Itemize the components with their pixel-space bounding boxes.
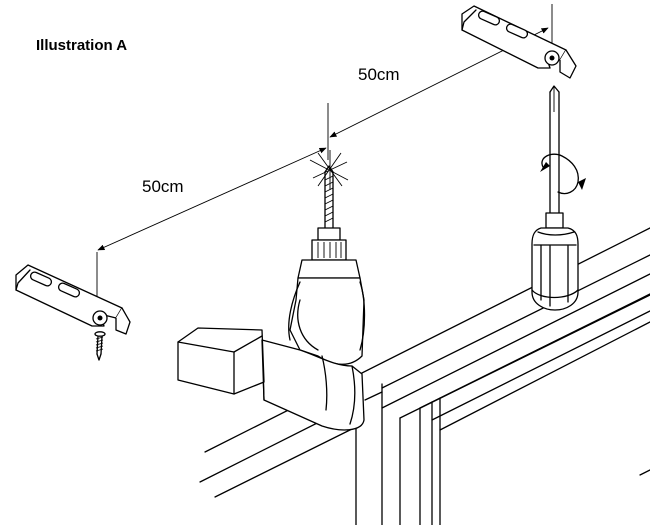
dimension-label-left: 50cm <box>142 177 184 196</box>
illustration-title: Illustration A <box>36 37 128 54</box>
right-bracket <box>461 5 577 79</box>
left-bracket <box>15 264 131 335</box>
drill-icon <box>177 165 366 431</box>
dimension-label-right: 50cm <box>358 65 400 84</box>
screwdriver-icon <box>531 85 586 311</box>
screw-icon <box>94 331 106 361</box>
